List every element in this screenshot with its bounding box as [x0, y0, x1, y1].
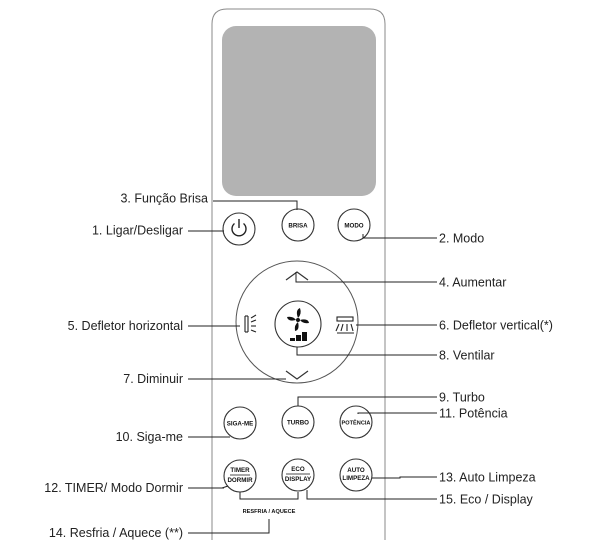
down-button[interactable]: [285, 370, 309, 380]
dormir-label: DORMIR: [227, 477, 253, 484]
display-label: DISPLAY: [285, 476, 312, 483]
fan-icon: [287, 308, 309, 341]
eco-label: ECO: [291, 466, 305, 473]
swing-horizontal-icon: [244, 314, 257, 333]
label-funcao-brisa: 3. Função Brisa: [120, 192, 208, 206]
label-ligar-desligar: 1. Ligar/Desligar: [92, 224, 183, 238]
label-aumentar: 4. Aumentar: [439, 276, 506, 290]
label-potencia: 11. Potência: [439, 407, 508, 421]
brisa-button[interactable]: BRISA: [281, 208, 315, 242]
power-icon: [231, 219, 247, 237]
callout-lines: [188, 200, 437, 534]
siga-me-button[interactable]: SIGA-ME: [223, 406, 257, 440]
power-button[interactable]: [222, 212, 256, 246]
auto-label: AUTO: [347, 467, 365, 474]
vertical-swing-button[interactable]: [335, 316, 354, 334]
label-modo: 2. Modo: [439, 232, 484, 246]
limpeza-label: LIMPEZA: [342, 475, 370, 482]
turbo-button[interactable]: TURBO: [281, 405, 315, 439]
up-button[interactable]: [285, 271, 309, 281]
label-diminuir: 7. Diminuir: [123, 372, 183, 386]
turbo-button-label: TURBO: [287, 420, 309, 427]
timer-dormir-button[interactable]: TIMER DORMIR: [223, 459, 257, 493]
label-timer-modo-dormir: 12. TIMER/ Modo Dormir: [44, 481, 183, 495]
resfria-aquece-label: RESFRIA / AQUECE: [243, 509, 296, 515]
chevron-down-icon: [285, 370, 309, 380]
potencia-button[interactable]: POTÊNCIA: [339, 405, 373, 439]
horizontal-swing-button[interactable]: [244, 314, 257, 333]
brisa-button-label: BRISA: [288, 223, 308, 230]
label-defletor-horizontal: 5. Defletor horizontal: [68, 319, 183, 333]
label-turbo: 9. Turbo: [439, 391, 485, 405]
swing-vertical-icon: [335, 316, 354, 334]
timer-label: TIMER: [230, 467, 250, 474]
auto-limpeza-button[interactable]: AUTO LIMPEZA: [339, 458, 373, 492]
display-screen: [222, 26, 376, 196]
label-eco-display: 15. Eco / Display: [439, 493, 534, 507]
fan-button[interactable]: [274, 300, 322, 348]
chevron-up-icon: [285, 271, 309, 281]
label-siga-me: 10. Siga-me: [116, 430, 183, 444]
modo-button-label: MODO: [344, 223, 363, 230]
resfria-aquece-bracket: [239, 492, 299, 500]
label-resfria-aquece: 14. Resfria / Aquece (**): [49, 526, 183, 540]
label-auto-limpeza: 13. Auto Limpeza: [439, 471, 536, 485]
label-ventilar: 8. Ventilar: [439, 349, 495, 363]
label-defletor-vertical: 6. Defletor vertical(*): [439, 319, 553, 333]
eco-display-button[interactable]: ECO DISPLAY: [281, 458, 315, 492]
siga-me-button-label: SIGA-ME: [227, 421, 253, 428]
potencia-button-label: POTÊNCIA: [342, 419, 371, 427]
modo-button[interactable]: MODO: [337, 208, 371, 242]
